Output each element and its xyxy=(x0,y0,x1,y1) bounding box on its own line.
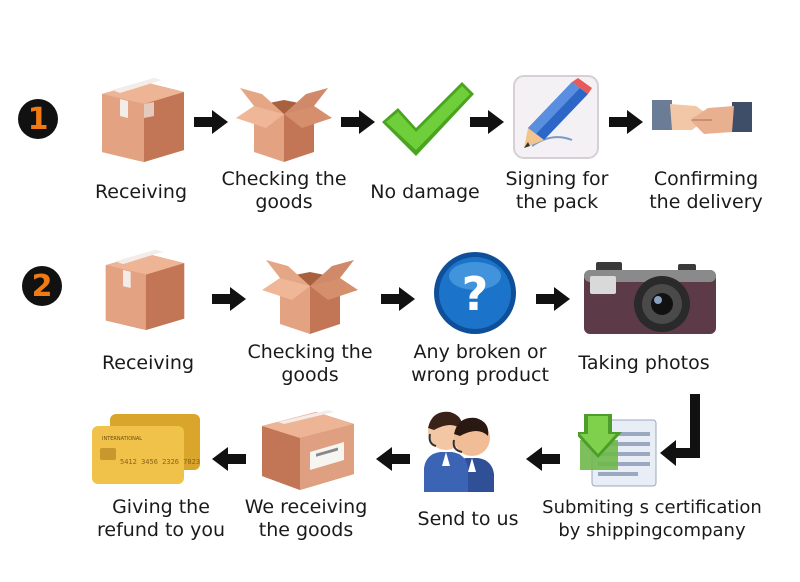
sealed-box-icon xyxy=(102,244,188,332)
step-label-taking-photos: Taking photos xyxy=(578,352,710,374)
step-label-signing: Signing for the pack xyxy=(505,168,609,213)
svg-text:?: ? xyxy=(462,267,489,321)
open-box-icon xyxy=(258,244,362,336)
green-checkmark-icon xyxy=(380,78,476,162)
camera-icon xyxy=(582,262,718,338)
arrow-right-icon xyxy=(212,287,246,315)
support-agents-icon xyxy=(422,404,520,494)
arrow-right-icon xyxy=(470,110,504,138)
arrow-right-icon xyxy=(381,287,415,315)
step-number-badge-1: 1 xyxy=(18,99,58,139)
svg-text:5412 3456 2326 7823: 5412 3456 2326 7823 xyxy=(120,458,200,466)
arrow-left-icon xyxy=(212,447,246,475)
arrow-down-left-icon xyxy=(660,394,706,478)
step-label-we-receiving: We receiving the goods xyxy=(244,496,368,541)
step-label-submitting-certification: Submiting s certification by shippingcom… xyxy=(542,497,762,541)
certificate-download-icon xyxy=(578,410,660,490)
arrow-left-icon xyxy=(376,447,410,475)
step-label-confirming: Confirming the delivery xyxy=(649,168,763,213)
step-label-receiving: Receiving xyxy=(94,181,188,203)
step-label-send-to-us: Send to us xyxy=(417,508,519,530)
arrow-right-icon xyxy=(536,287,570,315)
credit-cards-icon: INTERNATIONAL 5412 3456 2326 7823 xyxy=(90,414,202,486)
sealed-box-icon xyxy=(98,72,188,164)
step-label-no-damage: No damage xyxy=(370,181,480,203)
step-label-checking-goods: Checking the goods xyxy=(221,168,347,213)
step-number-1: 1 xyxy=(27,101,49,137)
arrow-left-icon xyxy=(526,447,560,475)
step-number-badge-2: 2 xyxy=(22,266,62,306)
question-mark-icon: ? xyxy=(432,250,518,336)
pencil-signing-icon xyxy=(512,74,600,160)
arrow-right-icon xyxy=(194,110,228,138)
arrow-right-icon xyxy=(341,110,375,138)
step-label-checking-goods-2: Checking the goods xyxy=(247,341,373,386)
svg-text:INTERNATIONAL: INTERNATIONAL xyxy=(102,436,142,442)
step-label-giving-refund: Giving the refund to you xyxy=(97,496,225,541)
step-label-broken-wrong: Any broken or wrong product xyxy=(411,341,549,386)
handshake-icon xyxy=(652,90,752,146)
step-number-2: 2 xyxy=(31,268,53,304)
labeled-box-icon xyxy=(256,404,360,492)
arrow-right-icon xyxy=(609,110,643,138)
step-label-receiving-2: Receiving xyxy=(101,352,195,374)
open-box-icon xyxy=(232,72,336,164)
